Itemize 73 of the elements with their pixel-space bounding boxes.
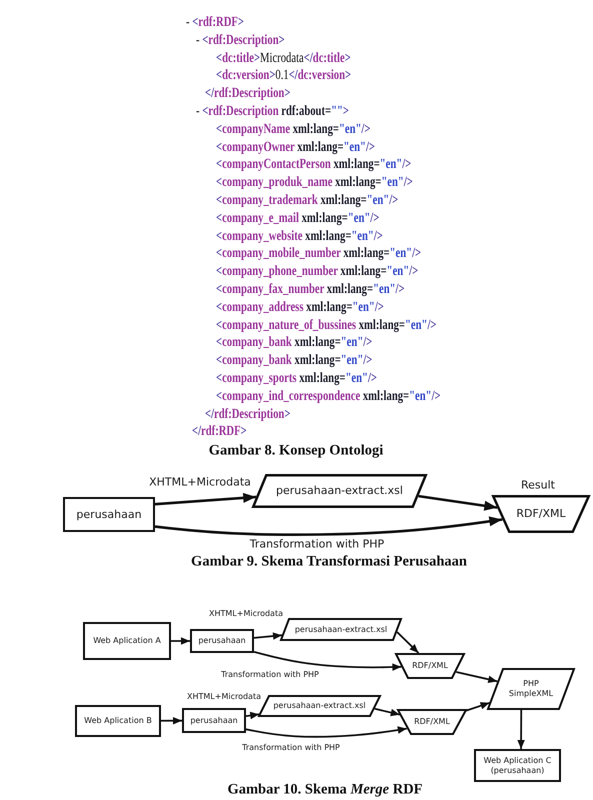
- arrow: [154, 492, 256, 506]
- code-line: <companyOwner xml:lang="en"/>: [216, 138, 375, 156]
- arrow: [171, 637, 190, 645]
- process-box: [182, 708, 246, 733]
- process-box: [75, 705, 161, 737]
- code-line: <company_produk_name xml:lang="en"/>: [216, 174, 413, 192]
- data-parallelogram: [487, 668, 575, 710]
- process-box: [474, 749, 561, 782]
- code-line: - <rdf:Description rdf:about="">: [196, 103, 349, 120]
- arrow: [246, 712, 260, 720]
- figure-caption: Gambar 10. Skema Merge RDF: [227, 782, 423, 798]
- code-line: <company_fax_number xml:lang="en"/>: [216, 281, 405, 298]
- figure-caption: Gambar 8. Konsep Ontologi: [208, 442, 384, 460]
- arrow: [161, 716, 182, 724]
- code-line: </rdf:Description>: [205, 406, 290, 423]
- node-label: perusahaan: [190, 716, 238, 726]
- data-parallelogram: [280, 618, 402, 641]
- code-line: <company_website xml:lang="en"/>: [216, 228, 383, 245]
- node-label: Web Aplication B: [84, 716, 152, 726]
- edge-label: Transformation with PHP: [220, 670, 320, 680]
- code-line: <company_address xml:lang="en"/>: [216, 298, 384, 316]
- node-label: RDF/XML: [412, 661, 448, 671]
- arrow: [456, 671, 498, 683]
- edge-label: Transformation with PHP: [241, 743, 341, 753]
- process-box: [190, 629, 254, 653]
- node-label: Web Aplication A: [93, 636, 161, 646]
- trapezoid-shape: [395, 653, 465, 679]
- edge-label: XHTML+Microdata: [148, 475, 252, 489]
- arrow: [396, 631, 420, 654]
- arrow: [246, 726, 407, 738]
- node-label: RDF/XML: [414, 717, 450, 727]
- node-label: Web Aplication C (perusahaan): [482, 756, 552, 776]
- trapezoid-shape: [492, 495, 590, 533]
- node-caption: Result: [520, 478, 556, 492]
- code-line: <company_e_mail xml:lang="en"/>: [216, 210, 380, 227]
- code-line: </rdf:Description>: [205, 85, 290, 102]
- code-line: <company_bank xml:lang="en"/>: [216, 334, 372, 352]
- edge-label: Transformation with PHP: [248, 537, 386, 551]
- node-label: perusahaan: [198, 636, 246, 646]
- figure-caption: Gambar 9. Skema Transformasi Perusahaan: [191, 554, 467, 570]
- trapezoid-shape: [397, 709, 467, 735]
- arrow: [517, 710, 525, 749]
- node-label: perusahaan-extract.xsl: [276, 484, 403, 498]
- node-label: perusahaan: [76, 508, 142, 522]
- code-line: <company_sports xml:lang="en"/>: [216, 370, 377, 387]
- node-label: perusahaan-extract.xsl: [294, 624, 388, 634]
- code-line: <company_nature_of_bussines xml:lang="en"/>: [216, 316, 436, 334]
- code-line: <company_phone_number xml:lang="en"/>: [216, 263, 418, 280]
- arrow: [466, 702, 490, 712]
- node-label: PHP SimpleXML: [508, 679, 554, 699]
- code-line: <companyContactPerson xml:lang="en"/>: [216, 156, 412, 174]
- code-line: <company_ind_correspondence xml:lang="en"/>: [216, 388, 441, 405]
- code-line: <company_trademark xml:lang="en"/>: [216, 192, 398, 209]
- node-label: RDF/XML: [516, 507, 566, 521]
- process-box: [83, 622, 171, 660]
- arrow: [254, 632, 282, 640]
- edge-label: XHTML+Microdata: [208, 609, 284, 619]
- arrow: [154, 516, 502, 536]
- code-line: - <rdf:Description>: [196, 32, 285, 49]
- code-line: <company_mobile_number xml:lang="en"/>: [216, 245, 422, 262]
- arrow: [374, 708, 400, 716]
- code-line: <companyName xml:lang="en"/>: [216, 120, 370, 138]
- process-box: [63, 497, 155, 532]
- code-line: </rdf:RDF>: [192, 423, 247, 440]
- code-line: <dc:title>Microdata</dc:title>: [216, 50, 351, 67]
- code-line: <dc:version>0.1</dc:version>: [216, 67, 352, 84]
- arrow: [254, 650, 402, 671]
- code-line: - <rdf:RDF>: [186, 14, 244, 31]
- arrow: [418, 494, 498, 511]
- code-line: <company_bank xml:lang="en"/>: [216, 352, 372, 370]
- node-label: perusahaan-extract.xsl: [273, 701, 366, 711]
- edge-label: XHTML+Microdata: [186, 692, 262, 702]
- data-parallelogram: [252, 474, 427, 508]
